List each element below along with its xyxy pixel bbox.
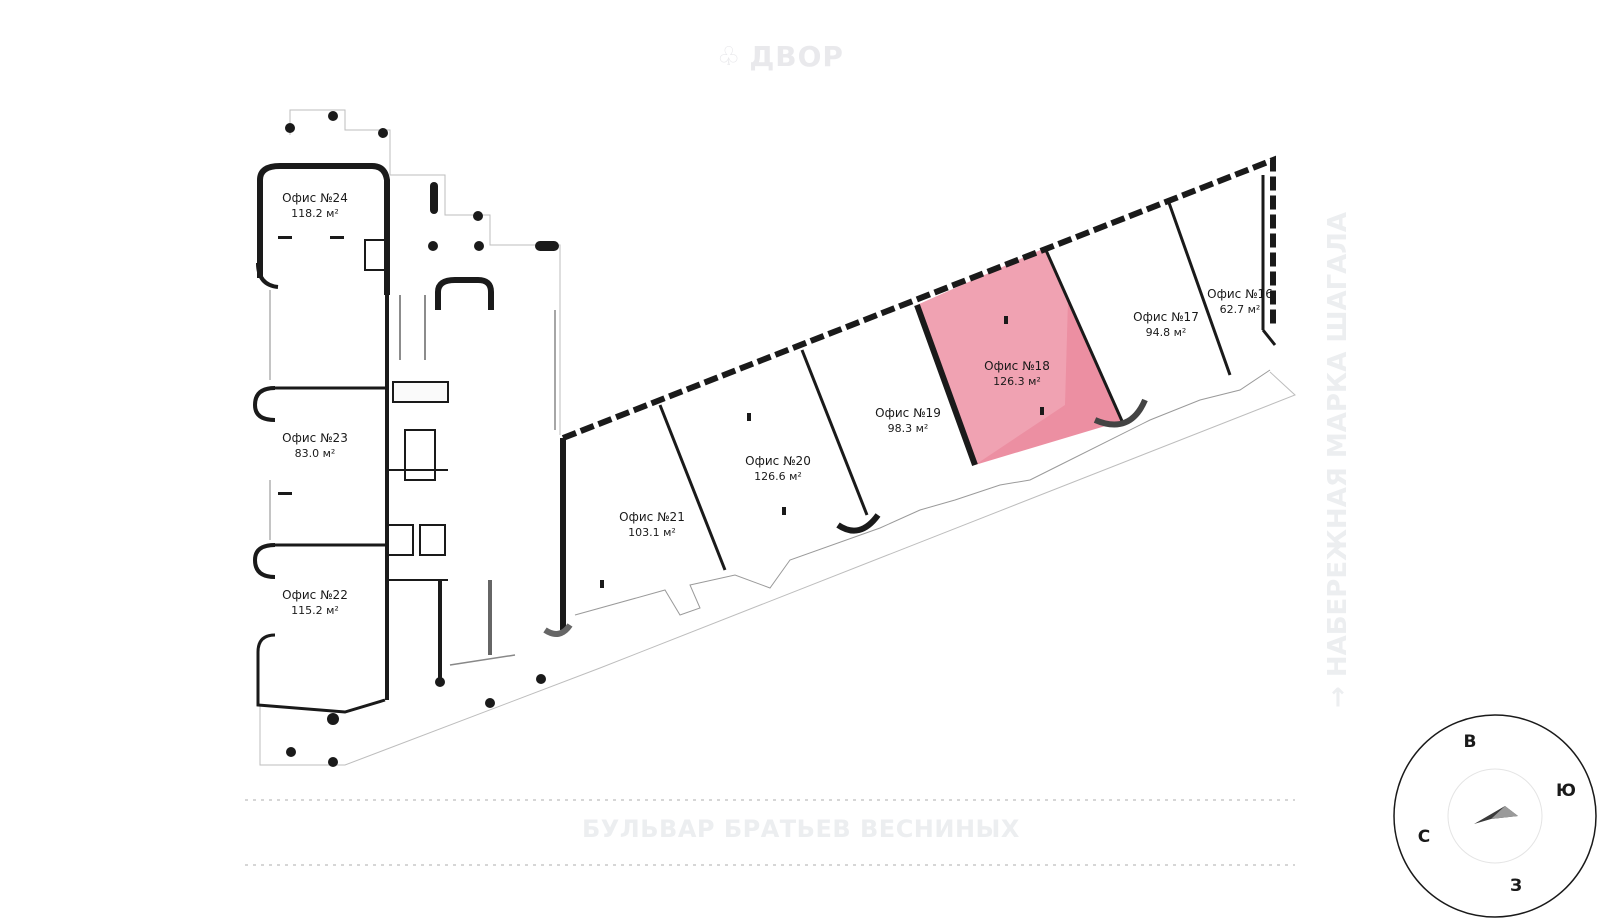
office-22-label[interactable]: Офис №22 115.2 м² — [282, 588, 348, 618]
office-21-label[interactable]: Офис №21 103.1 м² — [619, 510, 685, 540]
office-18-highlight — [917, 248, 1068, 465]
office-name: Офис №16 — [1207, 287, 1273, 301]
embankment-label: → НАБЕРЕЖНАЯ МАРКА ШАГАЛА — [1323, 212, 1353, 708]
facade — [543, 155, 1276, 637]
office-19-label[interactable]: Офис №19 98.3 м² — [875, 406, 941, 436]
boulevard-label: БУЛЬВАР БРАТЬЕВ ВЕСНИНЫХ — [582, 815, 1020, 843]
office-name: Офис №23 — [282, 431, 348, 445]
interior-details — [278, 236, 1044, 588]
office-area: 98.3 м² — [887, 422, 929, 435]
office-name: Офис №24 — [282, 191, 348, 205]
partitions — [658, 175, 1277, 571]
office-area: 83.0 м² — [294, 447, 336, 460]
office-name: Офис №21 — [619, 510, 685, 524]
compass-needle-shade-icon — [1491, 806, 1518, 819]
arrow-icon: → — [1323, 677, 1353, 709]
office-name: Офис №17 — [1133, 310, 1199, 324]
office-name: Офис №20 — [745, 454, 811, 468]
office-23-label[interactable]: Офис №23 83.0 м² — [282, 431, 348, 461]
tree-icon: ♧ — [717, 41, 742, 72]
compass — [1393, 714, 1597, 918]
columns — [285, 111, 559, 767]
compass-label-z: З — [1509, 876, 1523, 896]
office-name: Офис №18 — [984, 359, 1050, 373]
courtyard-label: ♧ ДВОР — [717, 40, 844, 73]
core — [387, 277, 556, 680]
office-24-label[interactable]: Офис №24 118.2 м² — [282, 191, 348, 221]
office-18-label[interactable]: Офис №18 126.3 м² — [984, 359, 1050, 389]
left-wing — [252, 163, 390, 714]
office-name: Офис №22 — [282, 588, 348, 602]
terrace-outline — [259, 371, 1296, 766]
office-area: 115.2 м² — [291, 604, 339, 617]
courtyard-outline — [289, 109, 561, 435]
office-area: 103.1 м² — [628, 526, 676, 539]
embankment-text: НАБЕРЕЖНАЯ МАРКА ШАГАЛА — [1323, 211, 1353, 678]
compass-label-yu: Ю — [1556, 781, 1576, 801]
office-area: 62.7 м² — [1219, 303, 1261, 316]
compass-inner-ring — [1447, 768, 1543, 864]
courtyard-text: ДВОР — [749, 40, 844, 73]
office-area: 118.2 м² — [291, 207, 339, 220]
office-area: 126.3 м² — [993, 375, 1041, 388]
terraces — [574, 369, 1271, 616]
office-17-label[interactable]: Офис №17 94.8 м² — [1133, 310, 1199, 340]
office-16-label[interactable]: Офис №16 62.7 м² — [1207, 287, 1273, 317]
office-area: 126.6 м² — [754, 470, 802, 483]
compass-label-s: С — [1417, 827, 1431, 847]
office-area: 94.8 м² — [1145, 326, 1187, 339]
office-20-label[interactable]: Офис №20 126.6 м² — [745, 454, 811, 484]
office-name: Офис №19 — [875, 406, 941, 420]
compass-label-v: В — [1463, 732, 1477, 752]
